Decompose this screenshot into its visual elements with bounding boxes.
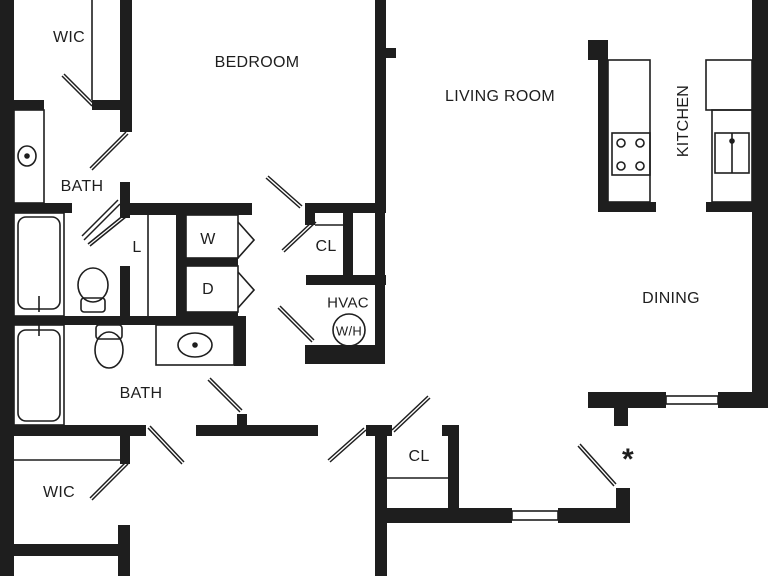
room-label-hvac: HVAC bbox=[327, 294, 369, 312]
fixtures bbox=[13, 0, 753, 521]
room-label-bath-top: BATH bbox=[60, 178, 104, 195]
room-label-living-room: LIVING ROOM bbox=[445, 88, 555, 105]
room-label-wic-bottom: WIC bbox=[42, 484, 76, 501]
room-label-bedroom: BEDROOM bbox=[214, 54, 300, 71]
room-label-dryer: D bbox=[202, 281, 214, 298]
room-label-linen: L bbox=[132, 239, 142, 256]
entry-marker: * bbox=[622, 443, 634, 476]
room-label-washer: W bbox=[200, 231, 216, 248]
doors bbox=[61, 73, 617, 501]
room-label-dining: DINING bbox=[642, 290, 700, 307]
room-label-water-heater: W/H bbox=[335, 323, 363, 339]
room-label-closet-entry: CL bbox=[408, 448, 430, 465]
room-label-kitchen: KITCHEN bbox=[675, 84, 692, 158]
room-label-bath-bottom: BATH bbox=[119, 385, 163, 402]
room-label-wic-top: WIC bbox=[52, 29, 86, 46]
room-label-closet-hall: CL bbox=[315, 238, 337, 255]
